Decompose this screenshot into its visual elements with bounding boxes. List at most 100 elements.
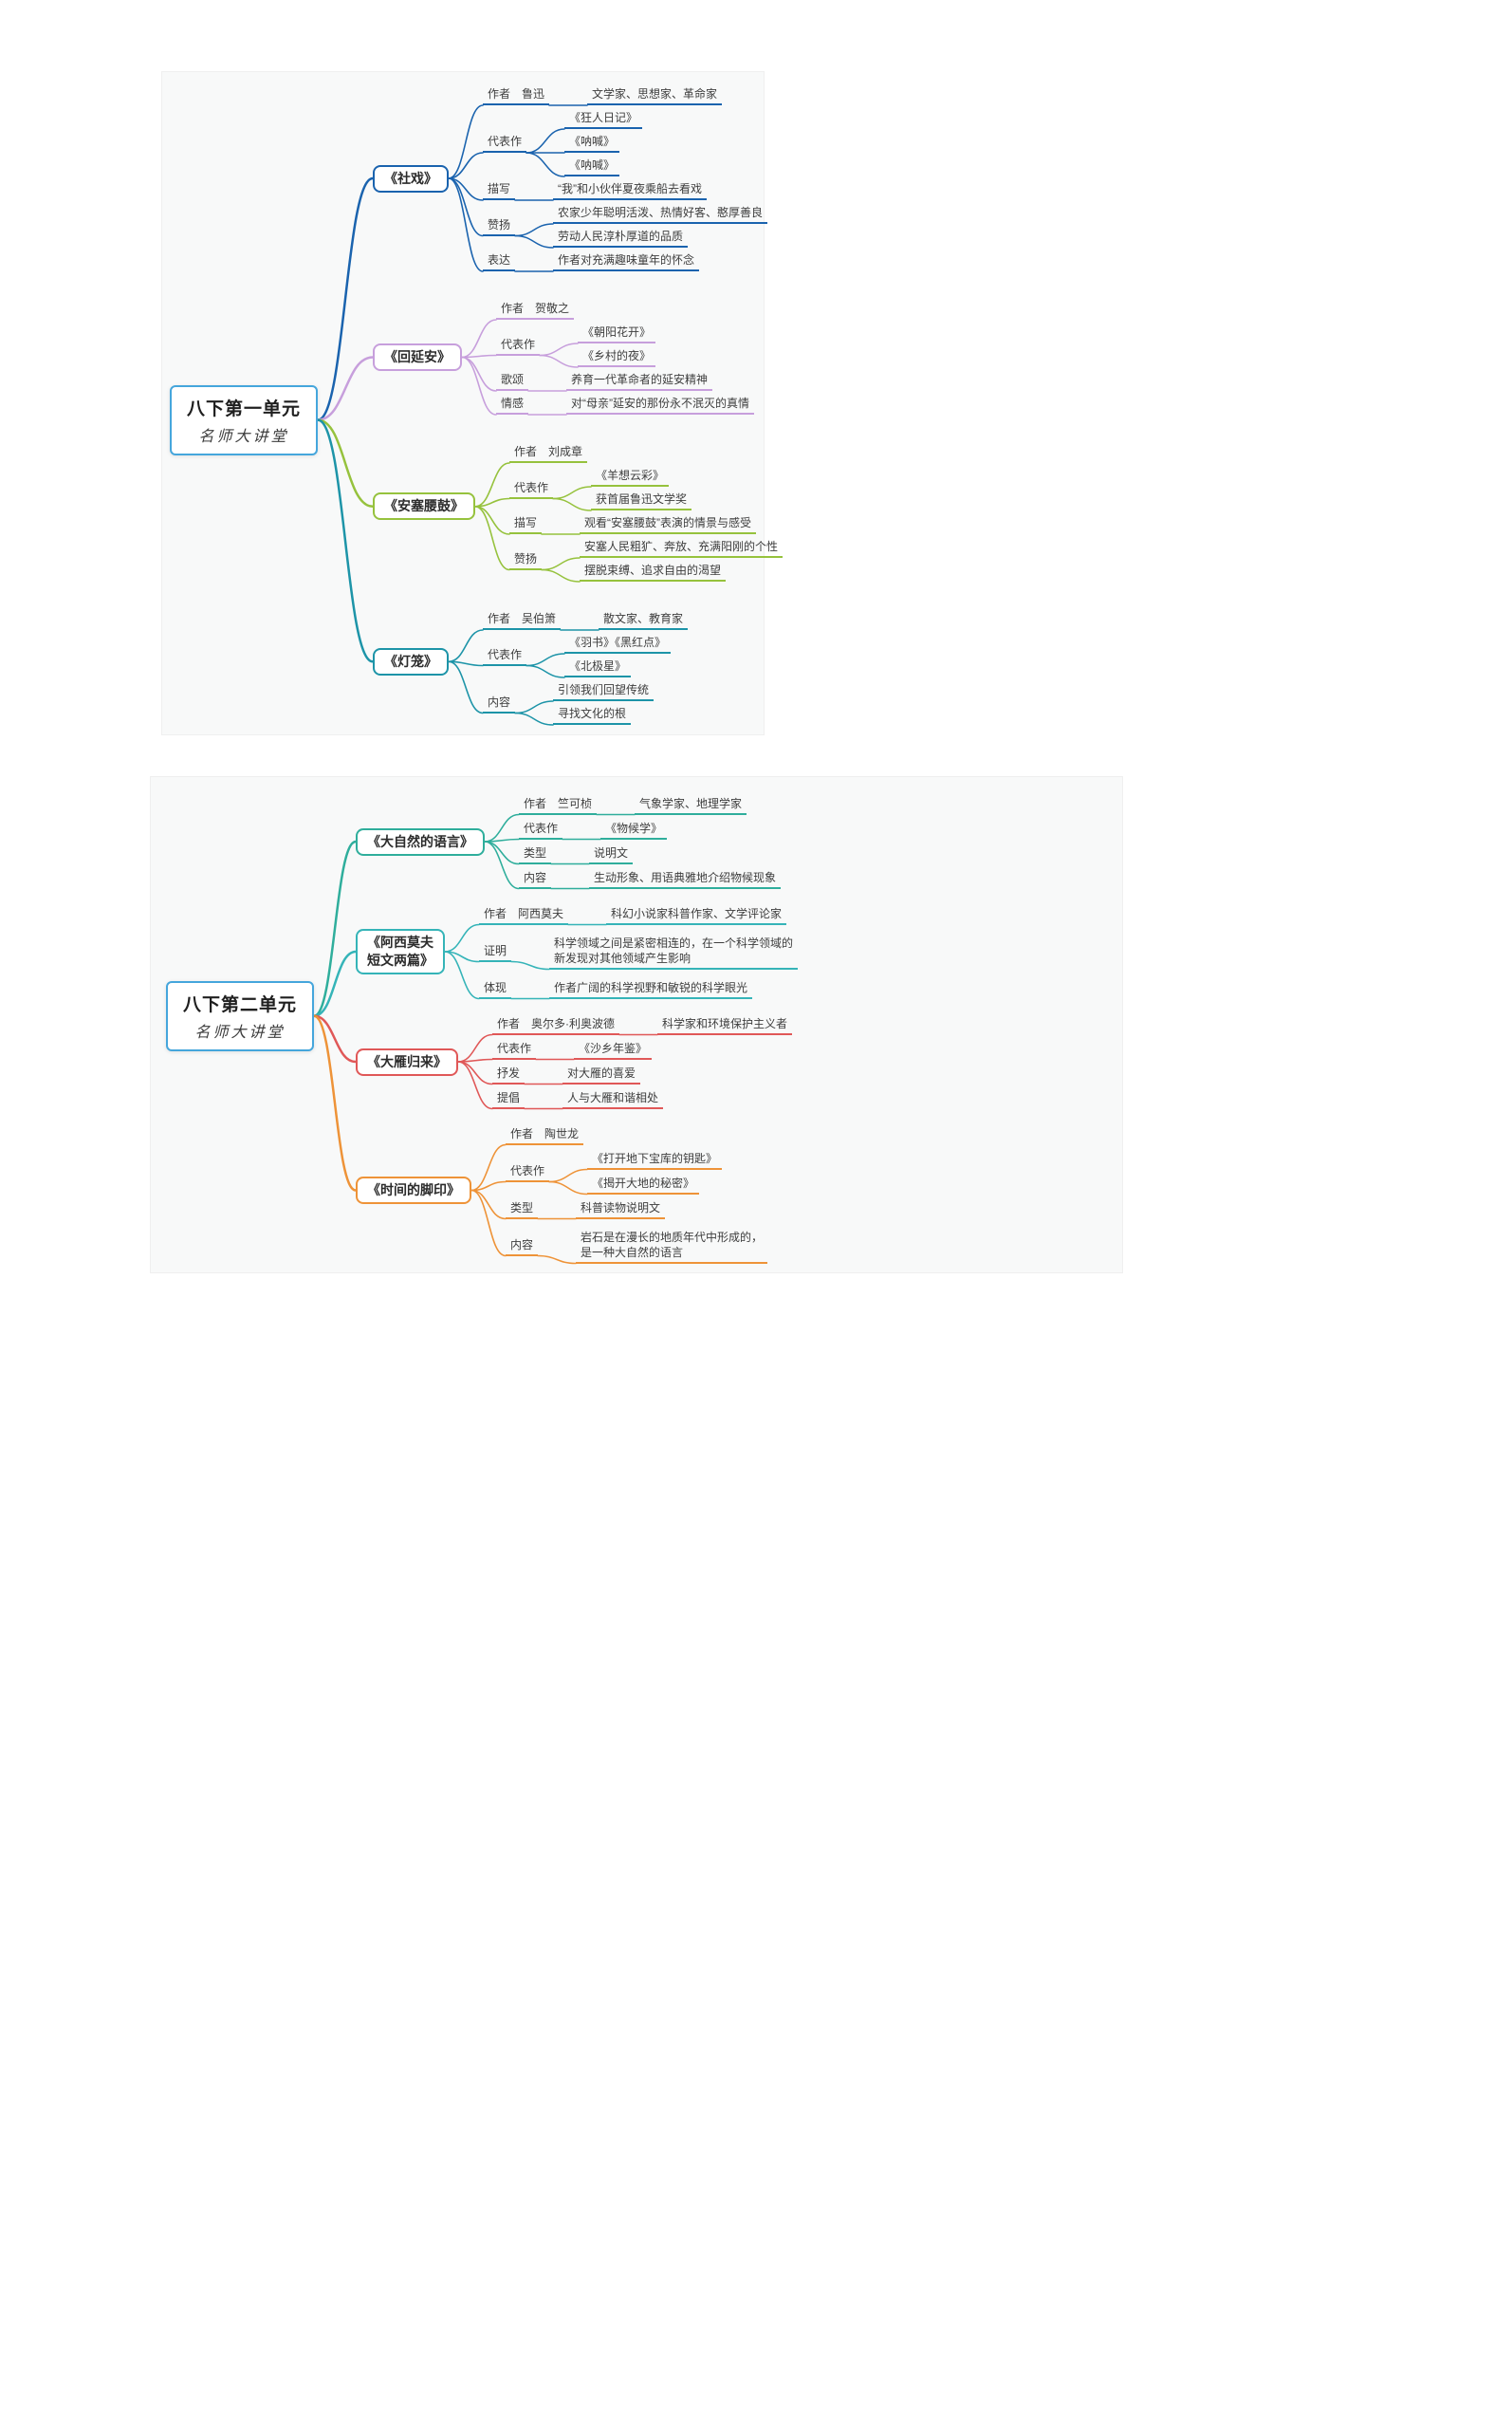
mindmap-node: 表达	[483, 251, 515, 271]
connector-line	[470, 1189, 507, 1257]
connector-line	[514, 700, 554, 714]
mindmap-node: 作者对充满趣味童年的怀念	[553, 251, 699, 271]
unit-title: 八下第一单元	[187, 399, 302, 419]
mindmap-node: 内容	[519, 869, 551, 889]
connector-line	[539, 354, 579, 368]
branch-topic: 《大雁归来》	[356, 1048, 458, 1076]
mindmap-node: 《呐喊》	[564, 157, 619, 176]
mindmap-node: 情感	[496, 395, 528, 415]
mindmap-node: 类型	[506, 1199, 538, 1219]
connector-line	[514, 223, 554, 237]
unit-subtitle: 名师大讲堂	[198, 428, 289, 445]
connector-line	[448, 629, 484, 663]
mindmap-node: 《狂人日记》	[564, 109, 642, 129]
mindmap-node: 《呐喊》	[564, 133, 619, 153]
mindmap-node: 《羽书》《黑红点》	[564, 634, 671, 654]
connector-line	[457, 1061, 493, 1110]
connector-line	[457, 1033, 493, 1063]
branch-topic: 《回延安》	[373, 343, 462, 371]
connector-line	[526, 653, 565, 667]
connector-line	[484, 841, 520, 865]
connector-line	[526, 664, 565, 678]
mindmap-node: 科学领域之间是紧密相连的，在一个科学领域的 新发现对其他领域产生影响	[549, 935, 798, 970]
connector-line	[312, 1014, 358, 1192]
connector-line	[316, 176, 375, 421]
connector-line	[444, 951, 480, 1000]
mindmap-node: 寻找文化的根	[553, 705, 631, 725]
connector-line	[316, 418, 375, 509]
connector-line	[448, 177, 484, 272]
mindmap-node: 劳动人民淳朴厚道的品质	[553, 228, 688, 248]
mindmap-node: 科普读物说明文	[576, 1199, 665, 1219]
mindmap-node: 《羊想云彩》	[591, 467, 669, 487]
connector-line	[312, 1014, 358, 1064]
mindmap-node: 证明	[479, 942, 511, 962]
mindmap-node: 提倡	[492, 1089, 525, 1109]
mindmap-node: 科幻小说家科普作家、文学评论家	[606, 905, 786, 925]
branch-topic: 《灯笼》	[373, 647, 449, 676]
mindmap-node: 观看“安塞腰鼓”表演的情景与感受	[580, 514, 756, 534]
connector-line	[539, 343, 579, 357]
mindmap-node: 获首届鲁迅文学奖	[591, 491, 691, 510]
connector-line	[470, 1143, 507, 1192]
connector-line	[552, 497, 592, 511]
mindmap-node: 《揭开大地的秘密》	[587, 1175, 699, 1195]
connector-line	[510, 960, 550, 971]
mindmap-node: 赞扬	[509, 550, 542, 570]
connector-line	[526, 128, 565, 154]
mindmap-node: 代表作	[509, 479, 553, 499]
connector-line	[474, 462, 510, 508]
connector-line	[548, 1168, 588, 1183]
branch-topic: 《时间的脚印》	[356, 1177, 471, 1204]
mindmap-node: 气象学家、地理学家	[635, 795, 747, 815]
mindmap-node: 《打开地下宝库的钥匙》	[587, 1150, 722, 1170]
connector-line	[514, 712, 554, 726]
mindmap-node: 代表作	[483, 646, 526, 666]
mindmap-node: 作者 竺可桢	[519, 795, 597, 815]
mindmap-node: 代表作	[483, 133, 526, 153]
mindmap-node: 《乡村的夜》	[578, 347, 655, 367]
mindmap-node: 作者 奥尔多·利奥波德	[492, 1015, 619, 1035]
mindmap-node: 作者 陶世龙	[506, 1125, 583, 1145]
mindmap-node: 作者 鲁迅	[483, 85, 549, 105]
connector-lines	[312, 813, 658, 1265]
branch-topic: 《社戏》	[373, 164, 449, 193]
connector-line	[457, 1061, 493, 1085]
connector-line	[448, 660, 484, 714]
mindmap-node: 代表作	[496, 336, 540, 356]
connector-line	[526, 152, 565, 177]
connector-line	[537, 1254, 577, 1265]
unit-title: 八下第二单元	[183, 994, 298, 1015]
connector-line	[312, 950, 358, 1018]
connector-line	[444, 923, 480, 953]
mindmap-node: 对大雁的喜爱	[562, 1065, 640, 1085]
connector-line	[484, 813, 520, 843]
mindmap-node: 生动形象、用语典雅地介绍物候现象	[589, 869, 781, 889]
mindmap-node: 描写	[509, 514, 542, 534]
mindmap-node: 《物候学》	[600, 820, 667, 840]
mindmap-node: 《沙乡年鉴》	[574, 1040, 652, 1060]
mindmap-node: 文学家、思想家、革命家	[587, 85, 722, 105]
branch-topic: 《安塞腰鼓》	[373, 492, 475, 521]
branch-topic: 《阿西莫夫 短文两篇》	[356, 929, 445, 974]
connector-line	[552, 486, 592, 500]
mindmap-node: 岩石是在漫长的地质年代中形成的， 是一种大自然的语言	[576, 1229, 767, 1264]
mindmap-node: 歌颂	[496, 371, 528, 391]
connector-line	[461, 319, 497, 359]
connector-line	[548, 1180, 588, 1196]
connector-line	[541, 568, 581, 583]
mindmap-node: 代表作	[519, 820, 562, 840]
mindmap-node: 《朝阳花开》	[578, 324, 655, 343]
connector-line	[312, 840, 358, 1018]
connector-line	[514, 234, 554, 249]
mindmap-node: 引领我们回望传统	[553, 681, 654, 701]
mindmap-node: 养育一代革命者的延安精神	[566, 371, 712, 391]
mindmap-node: 摆脱束缚、追求自由的渴望	[580, 562, 726, 582]
connector-lines	[316, 104, 599, 726]
mindmap-node: “我”和小伙伴夏夜乘船去看戏	[553, 180, 707, 200]
mindmap-node: 代表作	[506, 1162, 549, 1182]
mindmap-node: 科学家和环境保护主义者	[657, 1015, 792, 1035]
connector-line	[541, 557, 581, 571]
mindmap-node: 作者 贺敬之	[496, 300, 574, 320]
